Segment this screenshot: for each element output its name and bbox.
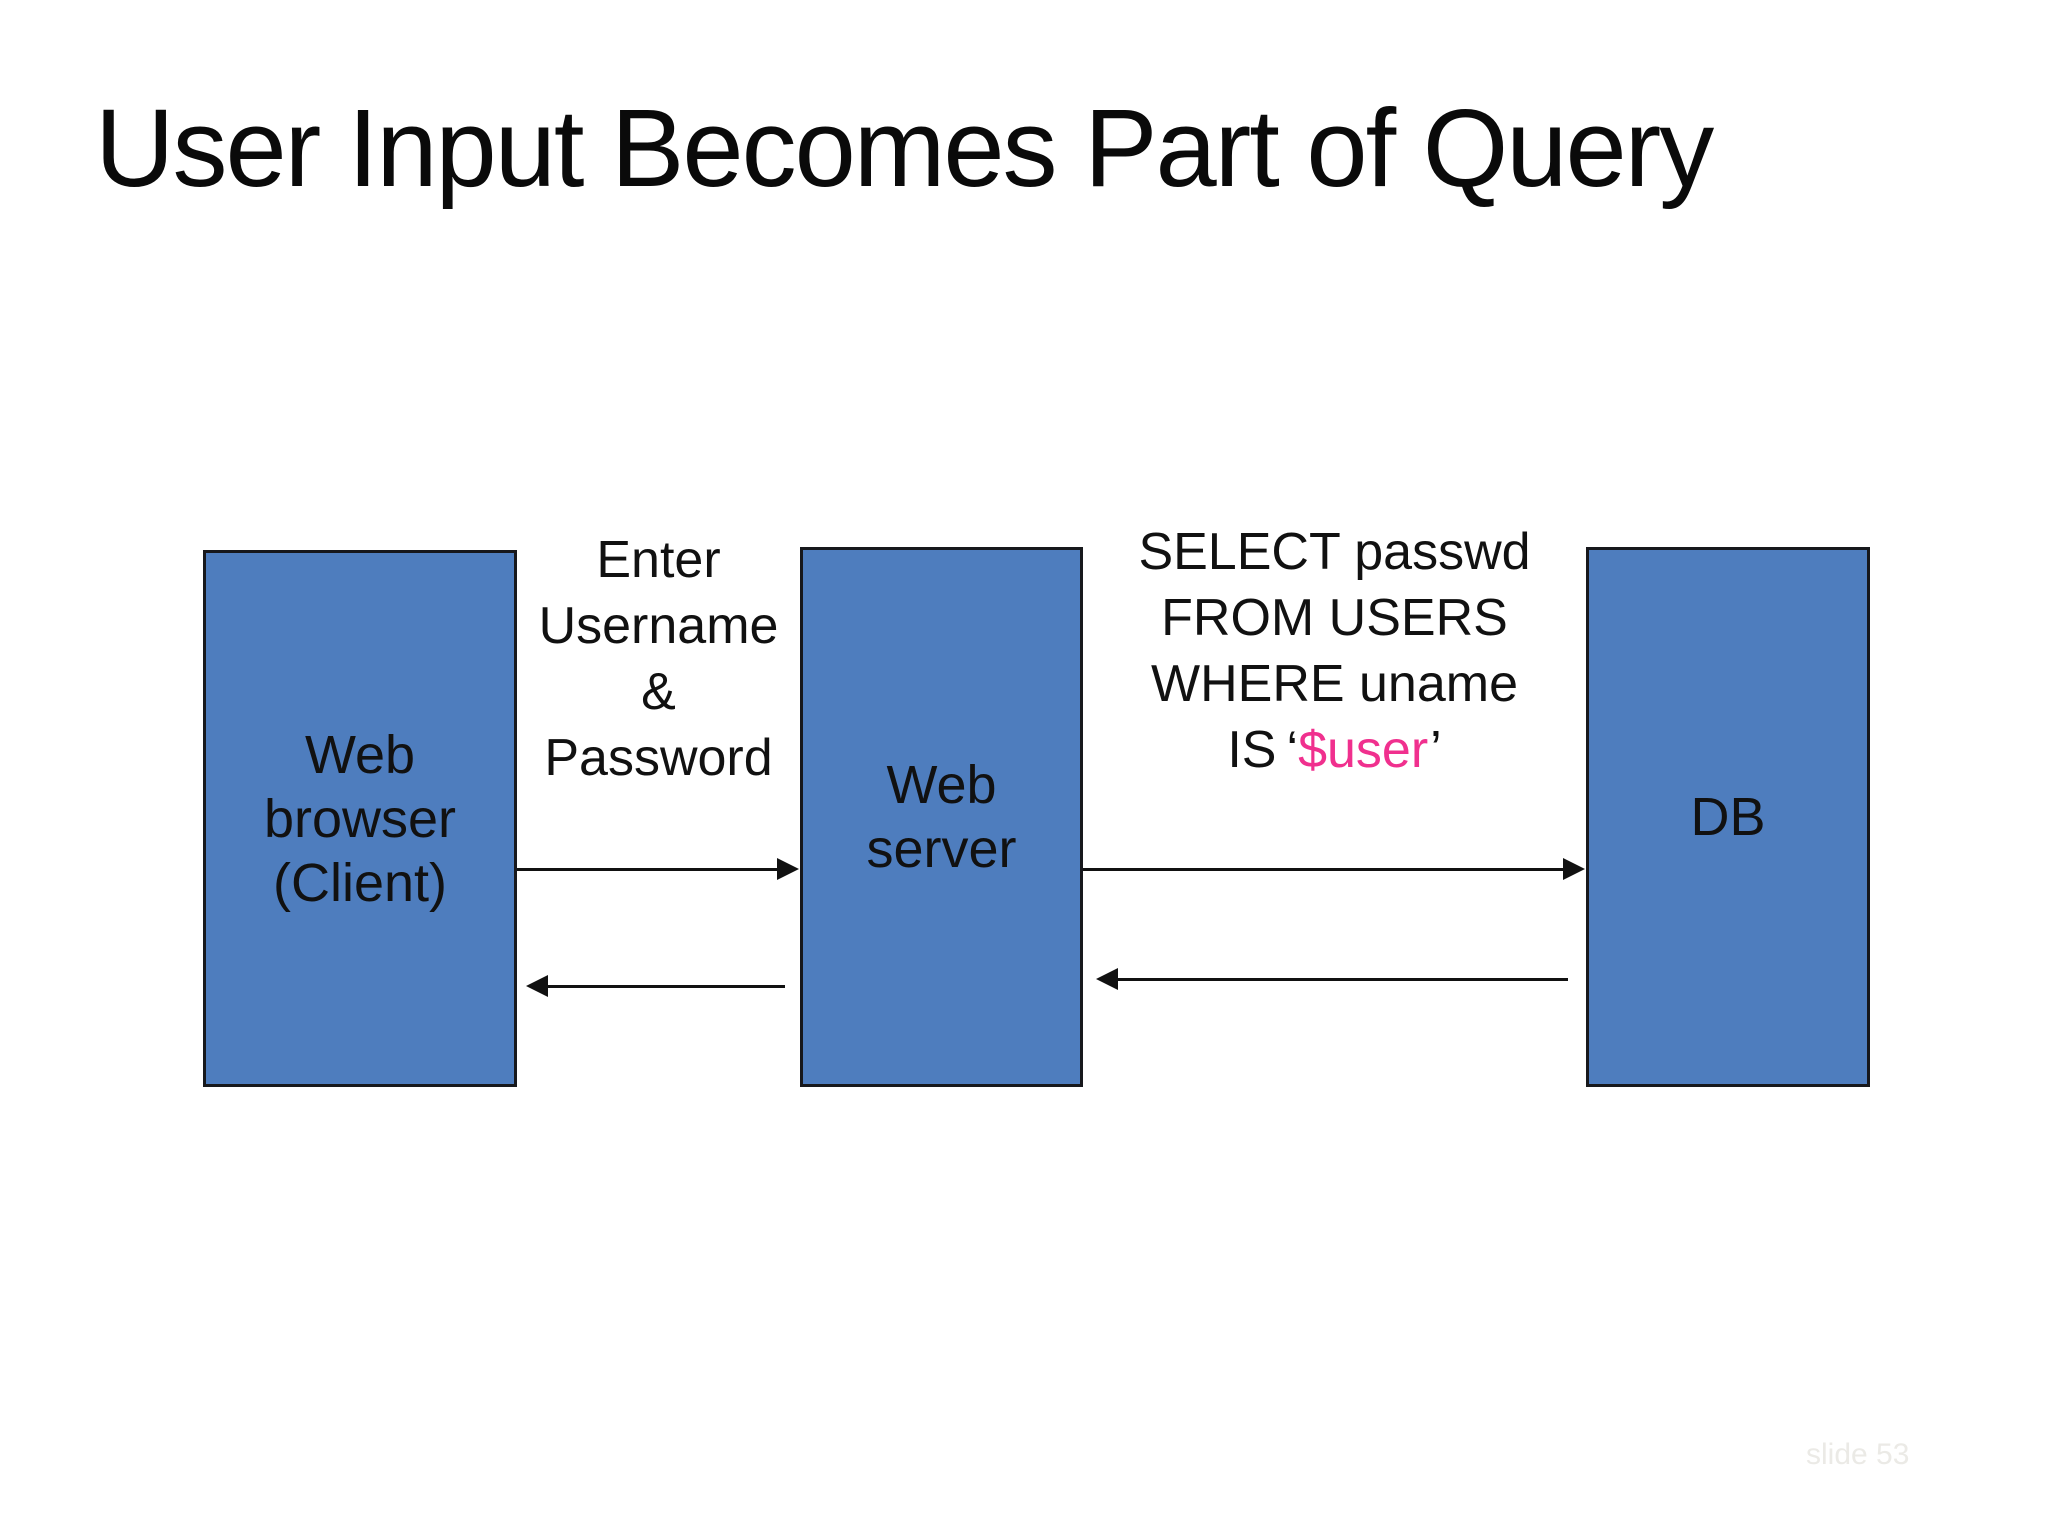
sql-user-variable: $user — [1298, 721, 1431, 779]
node-web-server-label: Web server — [866, 755, 1017, 879]
sql-open-quote: ‘ — [1286, 721, 1299, 779]
arrow-server-to-browser — [526, 975, 785, 997]
slide-number: slide 53 — [1806, 1438, 1910, 1471]
sql-last-line: IS‘$user’ — [1078, 717, 1591, 783]
arrow-browser-to-server — [517, 858, 799, 880]
node-db-label: DB — [1690, 787, 1766, 847]
arrow-db-to-server — [1096, 968, 1568, 990]
node-web-browser-label: Web browser (Client) — [263, 724, 457, 913]
slide-title: User Input Becomes Part of Query — [95, 87, 1714, 210]
sql-is-keyword: IS — [1227, 721, 1277, 779]
arrow-server-to-db — [1083, 858, 1585, 880]
node-web-server: Web server — [800, 547, 1083, 1087]
sql-close-quote: ’ — [1430, 721, 1442, 779]
label-credentials: Enter Username & Password — [538, 531, 779, 787]
node-web-browser: Web browser (Client) — [203, 550, 517, 1087]
node-db: DB — [1586, 547, 1870, 1087]
label-sql-query: SELECT passwd FROM USERS WHERE uname IS‘… — [1078, 519, 1591, 783]
